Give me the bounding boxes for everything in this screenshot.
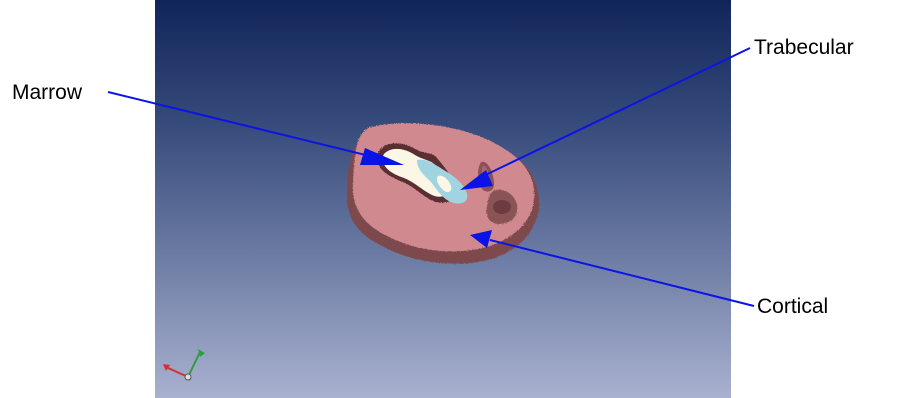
cortical-arrowhead xyxy=(470,230,492,248)
cortical-arrow xyxy=(490,240,754,306)
label-trabecular: Trabecular xyxy=(754,37,854,58)
marrow-arrow xyxy=(108,92,386,160)
marrow-arrowhead xyxy=(360,148,404,165)
label-cortical: Cortical xyxy=(757,296,828,317)
label-marrow: Marrow xyxy=(12,82,82,103)
trabecular-arrow xyxy=(475,48,750,180)
